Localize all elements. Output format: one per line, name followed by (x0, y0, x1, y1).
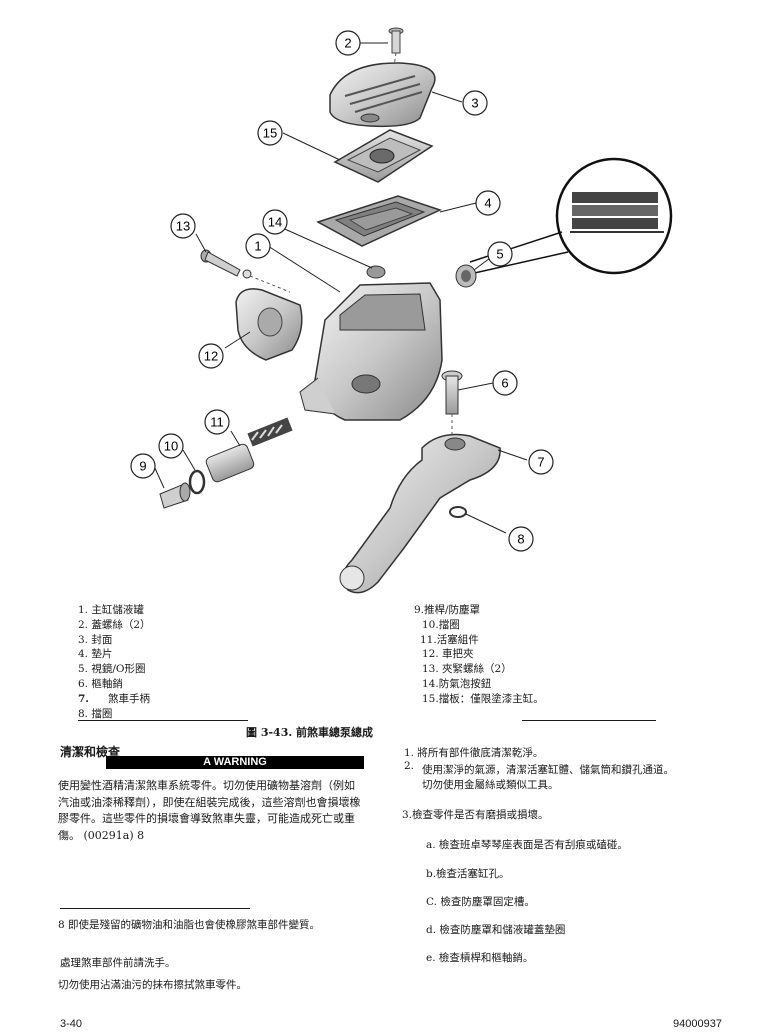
callout-15: 15 (257, 120, 283, 146)
section-heading: 清潔和檢查 (60, 745, 121, 759)
legend-item-15: 15.擋板：僅限塗漆主缸。 (422, 692, 544, 705)
retaining-ring-part (188, 469, 206, 495)
legend-item-7-text: 煞車手柄 (108, 692, 150, 705)
warning-text: 使用變性酒精清潔煞車系統零件。切勿使用礦物基溶劑（例如汽油或油漆稀釋劑），即使在… (58, 779, 361, 842)
callout-10: 10 (158, 433, 184, 459)
step-1: 1. 將所有部件徹底清潔乾淨。 (404, 747, 544, 759)
step-2: 使用潔淨的氣源，清潔活塞缸體、儲氣筒和鑽孔通道。 (422, 764, 674, 776)
clamp-screw-part (200, 249, 291, 293)
page-number: 3-40 (60, 1018, 83, 1030)
callout-1-text: 1 (254, 239, 261, 254)
gasket-part (316, 195, 443, 247)
callout-3-text: 3 (471, 96, 478, 111)
legend-item-1: 1. 主缸儲液罐 (78, 604, 144, 616)
figure-caption: 圖 3-43. 前煞車總泵總成 (246, 726, 374, 739)
step-3b: b.檢查活塞缸孔。 (426, 868, 510, 880)
callout-12: 12 (198, 343, 224, 369)
step-3: 3.檢查零件是否有磨損或損壞。 (402, 809, 549, 821)
legend-item-7: 7. 煞車手柄 (78, 692, 151, 707)
warning-banner: A WARNING (106, 756, 364, 769)
step-3a: a. 檢查班卓琴琴座表面是否有刮痕或磕碰。 (426, 839, 628, 851)
legend-item-13: 13. 夾緊螺絲（2） (422, 663, 512, 676)
document-number: 94000937 (673, 1018, 722, 1030)
caption-rule-left (78, 720, 248, 721)
step-2-note: 切勿使用金屬絲或類似工具。 (422, 779, 559, 791)
note-no-oily-rags: 切勿使用沾滿油污的抹布擦拭煞車零件。 (58, 979, 247, 991)
callout-8: 8 (508, 526, 534, 552)
caption-rule-right (522, 720, 656, 721)
callout-5-text: 5 (496, 247, 503, 262)
callout-7: 7 (528, 449, 554, 475)
legend-item-2: 2. 蓋螺絲（2） (78, 618, 151, 631)
footnote-rule (60, 908, 250, 909)
note-wash-hands: 處理煞車部件前請洗手。 (60, 957, 176, 969)
callout-9-text: 9 (139, 459, 146, 474)
legend-item-5: 5. 視鏡/O形圈 (78, 663, 146, 676)
pushrod-boot-part (159, 482, 191, 509)
callout-7-text: 7 (537, 455, 544, 470)
legend-item-9: 9.推桿/防塵罩 (414, 604, 481, 616)
legend-item-4: 4. 墊片 (78, 648, 113, 661)
callout-6-text: 6 (501, 376, 508, 391)
legend-item-7-number: 7. (78, 692, 89, 705)
step-3e: e. 檢查槓桿和樞軸銷。 (426, 952, 534, 964)
callout-12-text: 12 (204, 349, 218, 364)
callout-15-text: 15 (263, 126, 277, 141)
callout-13: 13 (170, 213, 196, 239)
diaphragm-plate-part (333, 129, 434, 183)
callout-13-text: 13 (176, 219, 190, 234)
pivot-pin-part (441, 370, 463, 436)
callout-11: 11 (204, 409, 230, 435)
legend-left: 1. 主缸儲液罐 2. 蓋螺絲（2） 3. 封面 4. 墊片 5. 視鏡/O形圈… (78, 603, 151, 721)
callout-6: 6 (492, 370, 518, 396)
reservoir-cover-part (329, 62, 436, 128)
handlebar-clamp-part (235, 288, 303, 361)
callout-1: 1 (245, 233, 271, 259)
legend-item-10: 10.擋圈 (422, 618, 460, 631)
legend-item-11: 11.活塞組件 (420, 633, 479, 646)
legend-item-6: 6. 樞軸銷 (78, 677, 123, 690)
sight-glass-detail (469, 157, 673, 275)
callout-2-text: 2 (344, 36, 351, 51)
callout-14: 14 (262, 209, 288, 235)
legend-item-12: 12. 車把夾 (422, 648, 474, 661)
step-3d: d. 檢查防塵罩和儲液罐蓋墊圈 (426, 924, 566, 936)
callout-4: 4 (475, 190, 501, 216)
step-2-number: 2. (404, 760, 415, 772)
callout-14-text: 14 (268, 215, 282, 230)
legend-right: 9.推桿/防塵罩 10.擋圈 11.活塞組件 12. 車把夾 13. 夾緊螺絲（… (414, 603, 544, 707)
legend-item-14: 14.防氣泡按鈕 (422, 677, 492, 690)
legend-item-3: 3. 封面 (78, 633, 113, 646)
bubble-button-part (366, 265, 386, 279)
leader-lines (153, 42, 528, 534)
piston-assembly-part (205, 417, 293, 483)
callout-10-text: 10 (164, 439, 178, 454)
callout-3: 3 (462, 90, 488, 116)
callout-2: 2 (335, 30, 361, 56)
sight-glass-part (455, 264, 477, 288)
lever-retaining-ring-part (449, 506, 467, 518)
callout-8-text: 8 (517, 532, 524, 547)
master-cylinder-body-part (299, 282, 443, 421)
callout-5: 5 (487, 241, 513, 267)
legend-item-8: 8. 擋圈 (78, 707, 113, 720)
callout-11-text: 11 (210, 415, 224, 430)
step-3c: C. 檢查防塵罩固定槽。 (426, 896, 535, 908)
brake-lever-part (339, 433, 501, 594)
callout-4-text: 4 (484, 196, 491, 211)
callout-9: 9 (130, 453, 156, 479)
footnote: 8 即使是殘留的礦物油和油脂也會使橡膠煞車部件變質。 (58, 919, 321, 931)
